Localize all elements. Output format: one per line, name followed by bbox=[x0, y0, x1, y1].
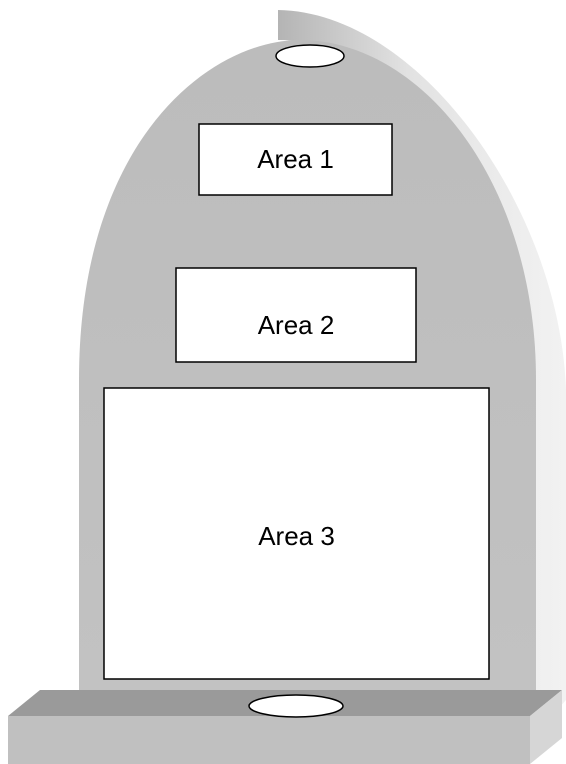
area-2-label: Area 2 bbox=[258, 310, 335, 340]
area-2-panel bbox=[175, 267, 417, 363]
area-3-label: Area 3 bbox=[258, 521, 335, 551]
area-3-panel bbox=[103, 387, 490, 680]
top-mount-hole-icon bbox=[275, 44, 345, 68]
area-1-label: Area 1 bbox=[257, 144, 334, 174]
base-side-surface bbox=[530, 690, 562, 764]
bottom-mount-hole-icon bbox=[248, 694, 344, 718]
base-front-face bbox=[8, 716, 530, 764]
area-1-panel bbox=[198, 123, 393, 196]
